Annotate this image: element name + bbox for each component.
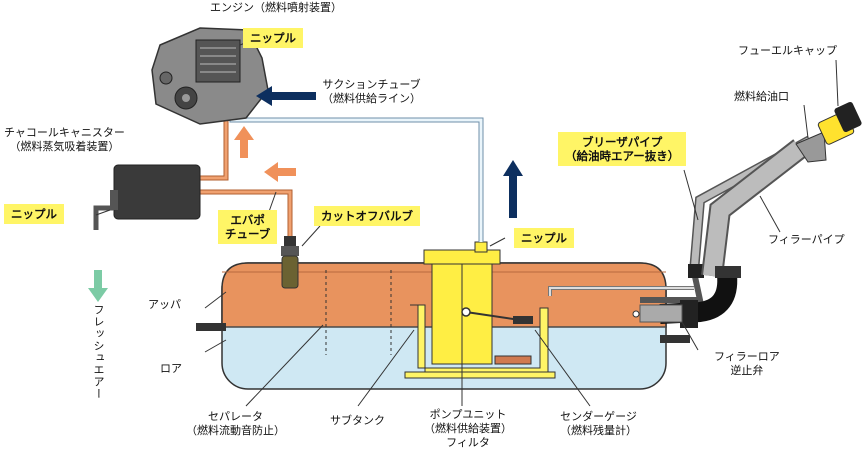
suction-tube-label: サクションチューブ （燃料供給ライン）	[322, 78, 421, 106]
fuel-cap-part	[817, 101, 862, 145]
filler-pipe-part	[632, 131, 827, 328]
nipple-canister-callout: ニップル	[4, 204, 64, 224]
filler-lower-line-1: フィラーロア	[714, 350, 780, 363]
sender-gauge-label: センダーゲージ （燃料残量計）	[560, 410, 637, 438]
nipple-pump-callout: ニップル	[514, 228, 574, 248]
evapo-tube-line-2: チューブ	[225, 227, 271, 241]
filler-lower-line-2: 逆止弁	[730, 364, 764, 377]
sender-gauge-line-2: （燃料残量計）	[560, 424, 637, 437]
evapo-tube-line-1: エバポ	[230, 213, 265, 227]
breather-pipe-callout: ブリーザパイプ （給油時エアー抜き）	[558, 132, 687, 166]
subtank-label: サブタンク	[330, 414, 385, 427]
sender-gauge	[461, 307, 533, 324]
arrow-suction-left	[256, 86, 316, 106]
suction-tube-line-2: （燃料供給ライン）	[322, 92, 421, 105]
fuel-cap-label: フューエルキャップ	[738, 44, 837, 57]
flow-arrows	[88, 86, 523, 302]
filler-lower-label: フィラーロア 逆止弁	[714, 350, 780, 378]
arrow-pump-up	[503, 160, 523, 218]
tank-mount-brackets	[196, 323, 690, 343]
canister-label: チャコールキャニスター （燃料蒸気吸着装置）	[4, 126, 125, 154]
arrow-evapo-up	[234, 126, 254, 158]
pump-unit-line-3: フィルタ	[446, 436, 490, 449]
engine-image	[151, 27, 269, 125]
sender-gauge-line-1: センダーゲージ	[560, 410, 637, 423]
separator-line-2: （燃料流動音防止）	[186, 424, 285, 437]
arrow-fresh-air-down	[88, 270, 108, 302]
filler-inlet-label: 燃料給油口	[734, 90, 789, 103]
filler-pipe-label: フィラーパイプ	[768, 233, 845, 246]
nipple-engine-callout: ニップル	[243, 28, 303, 48]
pump-unit-label: ポンプユニット （燃料供給装置） フィルタ	[424, 408, 512, 450]
evapo-tube	[200, 118, 293, 238]
separator-label: セパレータ （燃料流動音防止）	[186, 410, 285, 438]
evapo-tube-callout: エバポ チューブ	[218, 210, 278, 244]
charcoal-canister	[93, 164, 201, 230]
cutoff-valve-callout: カットオフバルブ	[314, 206, 420, 226]
subtank	[404, 304, 556, 379]
pump-unit-line-2: （燃料供給装置）	[424, 422, 512, 435]
breather-line-2: （給油時エアー抜き）	[565, 149, 680, 163]
separator-line-1: セパレータ	[208, 410, 263, 423]
fresh-air-label: フレッシュエアー	[92, 304, 105, 400]
pump-unit-line-1: ポンプユニット	[429, 408, 507, 421]
arrow-evapo-left	[264, 162, 296, 182]
suction-tube-line-1: サクションチューブ	[322, 78, 421, 91]
upper-label: アッパ	[148, 298, 181, 311]
engine-label: エンジン（燃料噴射装置）	[210, 1, 342, 14]
breather-line-1: ブリーザパイプ	[582, 135, 663, 149]
cutoff-valve-part	[281, 236, 299, 289]
canister-line-2: （燃料蒸気吸着装置）	[9, 140, 120, 153]
canister-line-1: チャコールキャニスター	[4, 126, 125, 139]
lower-label: ロア	[160, 362, 182, 375]
